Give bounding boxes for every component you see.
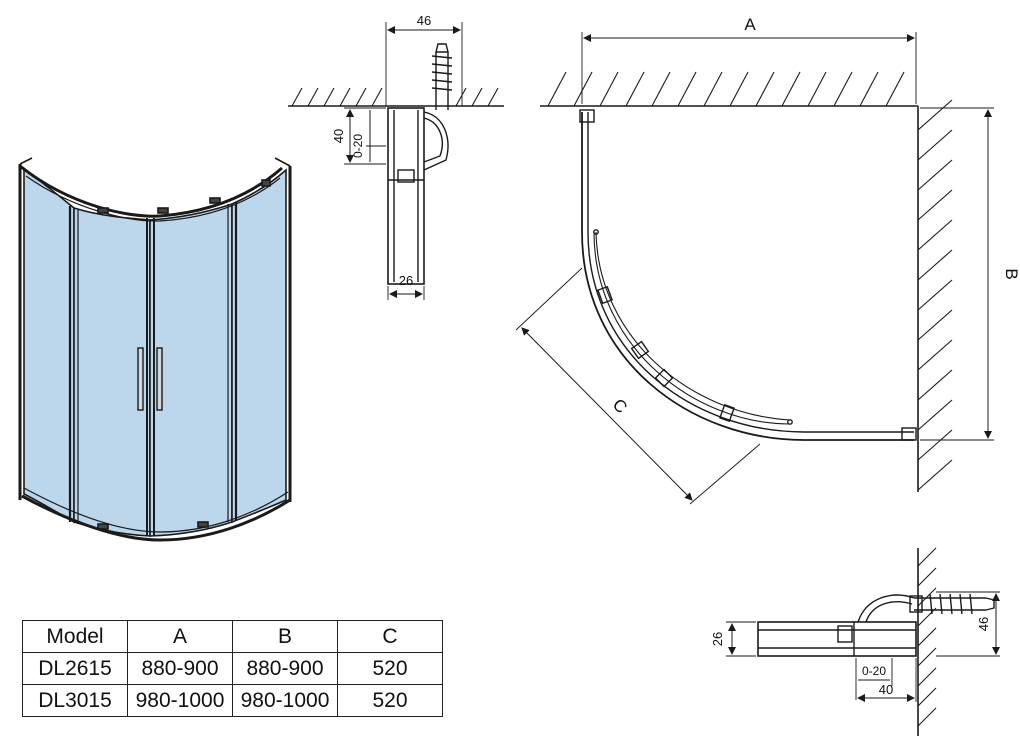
right-fixed-panel — [231, 168, 287, 524]
top-anchor-screw — [431, 43, 453, 110]
dimension-b-label: B — [1002, 268, 1020, 279]
table-header-cell: Model — [22, 620, 128, 653]
bottom-adjust-label: 0-20 — [862, 664, 886, 678]
top-height-label: 40 — [331, 129, 346, 143]
left-fixed-panel — [23, 168, 75, 524]
top-rail — [19, 164, 283, 218]
right-door-handle — [156, 347, 163, 411]
top-width-label: 46 — [417, 13, 431, 28]
plan-right-wall-hatch — [917, 99, 953, 491]
table-cell: 980-1000 — [232, 684, 338, 717]
table-cell: DL2615 — [22, 652, 128, 685]
table-header-cell: C — [337, 620, 443, 653]
plan-view — [515, 32, 994, 505]
top-profile-detail — [288, 22, 504, 300]
bottom-profile-detail — [726, 547, 1000, 736]
table-header-cell: B — [232, 620, 338, 653]
bottom-width-label: 40 — [879, 682, 893, 697]
plan-enclosure-outer — [581, 112, 914, 441]
bottom-rail — [21, 494, 291, 542]
table-header-cell: A — [127, 620, 233, 653]
table-row: DL3015 980-1000 980-1000 520 — [22, 684, 443, 717]
top-detail-hatch — [291, 87, 499, 107]
bottom-profile-label: 26 — [710, 632, 725, 646]
plan-top-wall-hatch — [547, 71, 905, 107]
table-cell: 520 — [337, 684, 443, 717]
table-cell: DL3015 — [22, 684, 128, 717]
table-cell: 880-900 — [232, 652, 338, 685]
table-header-row: Model A B C — [22, 620, 443, 653]
left-door-handle — [137, 347, 144, 411]
top-profile-label: 26 — [399, 273, 413, 288]
bottom-anchor-screw — [909, 593, 995, 615]
dimension-a-label: A — [744, 15, 756, 34]
shower-perspective-view — [18, 157, 292, 542]
table-cell: 520 — [337, 652, 443, 685]
model-dimensions-table: Model A B C DL2615 880-900 880-900 520 D… — [22, 620, 443, 717]
bottom-detail-hatch — [917, 547, 937, 727]
table-cell: 880-900 — [127, 652, 233, 685]
bottom-height-label: 46 — [976, 617, 991, 631]
table-row: DL2615 880-900 880-900 520 — [22, 652, 443, 685]
top-adjust-label: 0-20 — [351, 134, 365, 158]
dimension-c-label: C — [609, 395, 631, 417]
table-cell: 980-1000 — [127, 684, 233, 717]
